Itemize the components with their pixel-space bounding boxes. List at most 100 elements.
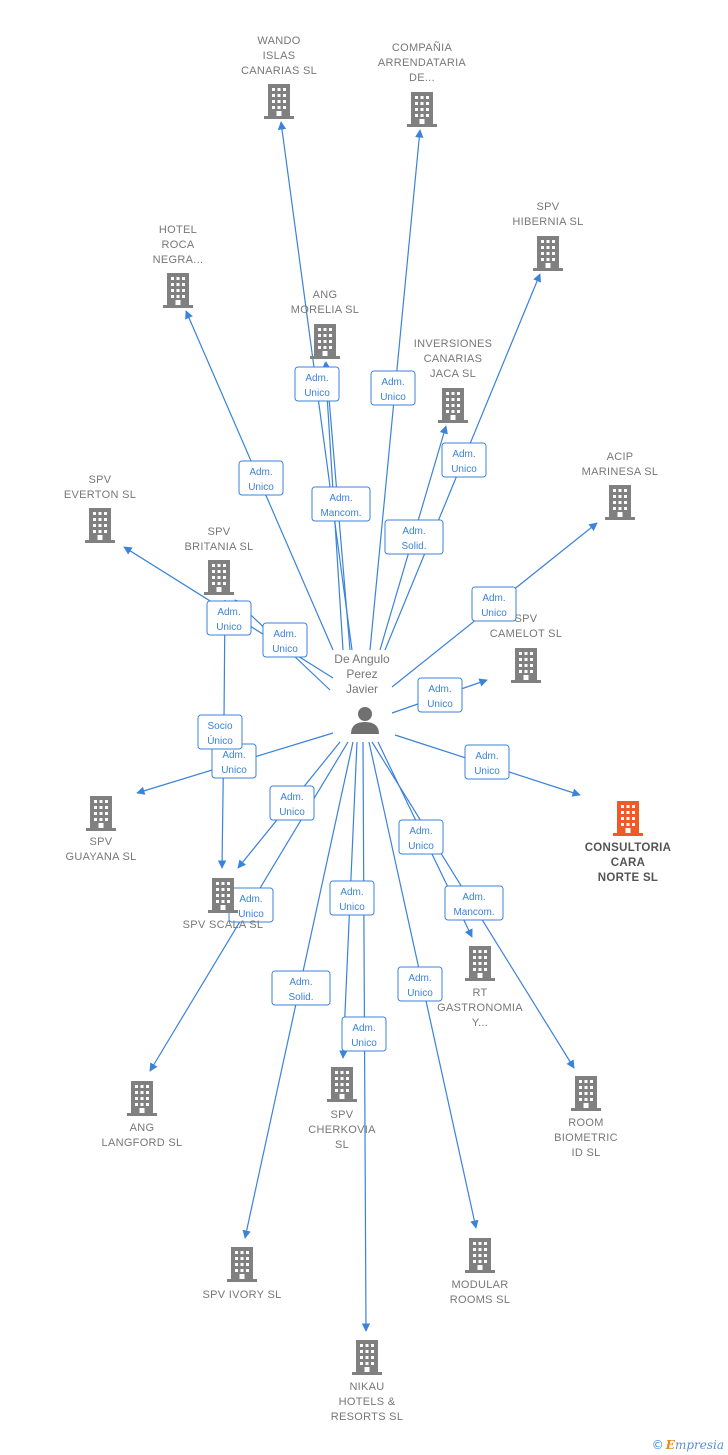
company-label: MORELIA SL xyxy=(291,304,359,316)
edge-label-text: Unico xyxy=(238,909,264,920)
edge-label-text: Unico xyxy=(279,807,305,818)
building-icon xyxy=(127,1081,157,1116)
edge-label-britania[interactable]: Adm.Unico xyxy=(262,622,308,658)
company-label: ARRENDATARIA xyxy=(378,57,467,69)
edge-label-langford[interactable]: Adm. Unico xyxy=(228,887,274,923)
edge-label-text: Adm. xyxy=(305,373,328,384)
edge-label-everton[interactable]: Adm.Unico xyxy=(206,600,252,636)
edge-label-guayana[interactable]: Adm.Unico xyxy=(211,743,257,779)
person-label: Perez xyxy=(346,667,377,681)
edge-label-hotelroca[interactable]: Adm.Unico xyxy=(238,460,284,496)
company-label: SPV SCALA SL xyxy=(183,919,264,931)
company-label: RT xyxy=(472,987,487,999)
company-label: ROOMS SL xyxy=(450,1294,510,1306)
company-label: MODULAR xyxy=(451,1279,508,1291)
edge-label-text: Adm. xyxy=(239,894,262,905)
company-label: JACA SL xyxy=(430,368,476,380)
edge-label-cherkovia[interactable]: Adm.Unico xyxy=(329,880,375,916)
edge-label-text: Unico xyxy=(216,622,242,633)
edge-label-text: Único xyxy=(207,734,233,747)
company-node-compania[interactable]: COMPAÑIAARRENDATARIADE... xyxy=(378,41,467,127)
edge-label-text: Adm. xyxy=(482,593,505,604)
building-icon xyxy=(605,485,635,520)
edge-label-nikau[interactable]: Adm.Unico xyxy=(341,1016,387,1052)
company-label: CHERKOVIA xyxy=(308,1124,376,1136)
edge-label-text: Adm. xyxy=(329,493,352,504)
building-icon xyxy=(533,236,563,271)
company-label: DE... xyxy=(409,72,435,84)
company-label: WANDO xyxy=(257,35,300,47)
edge-label-text: Adm. xyxy=(352,1023,375,1034)
edge-label-text: Unico xyxy=(272,644,298,655)
company-label: SPV xyxy=(537,201,560,213)
edge-label-ivory[interactable]: Adm.Solid. xyxy=(271,970,331,1006)
company-node-hotelroca[interactable]: HOTELROCANEGRA... xyxy=(153,224,204,308)
edge-label-hibernia[interactable]: Adm.Unico xyxy=(441,442,487,478)
company-label: SPV xyxy=(90,836,113,848)
edge-label-jaca[interactable]: Adm.Solid. xyxy=(384,519,444,555)
edge-label-text: Solid. xyxy=(288,992,313,1003)
company-node-guayana[interactable]: SPV GUAYANA SL xyxy=(65,796,136,863)
edge-label-text: Mancom. xyxy=(453,907,494,918)
company-label: NORTE SL xyxy=(598,872,659,884)
company-node-britania[interactable]: SPV BRITANIA SL xyxy=(184,526,253,595)
edge-label-scala[interactable]: Adm.Unico xyxy=(269,785,315,821)
company-node-rt[interactable]: RTGASTRONOMIAY... xyxy=(437,946,523,1029)
edge-label-marinesa[interactable]: Adm. Unico xyxy=(471,586,517,622)
building-icon xyxy=(85,508,115,543)
brand-name: mpresia xyxy=(674,1438,724,1452)
edge-label-text: Unico xyxy=(248,482,274,493)
edge-label-text: Adm. xyxy=(340,887,363,898)
edge-label-text: Unico xyxy=(304,388,330,399)
company-node-ivory[interactable]: SPV IVORY SL xyxy=(202,1247,281,1301)
edge-label-rt[interactable]: Adm.Unico xyxy=(398,819,444,855)
edge-label-text: Adm. xyxy=(408,973,431,984)
edge-label-text: Socio xyxy=(207,721,232,732)
edge-label-morelia[interactable]: Adm.Mancom. xyxy=(311,486,371,522)
company-node-scala[interactable]: SPV SCALA SL xyxy=(183,878,264,931)
building-icon xyxy=(310,324,340,359)
company-label: NEGRA... xyxy=(153,254,204,266)
company-label: EVERTON SL xyxy=(64,489,136,501)
building-icon xyxy=(86,796,116,831)
company-label: CANARIAS SL xyxy=(241,65,317,77)
edge-label-modular[interactable]: Adm.Unico xyxy=(397,966,443,1002)
company-node-modular[interactable]: MODULAR ROOMS SL xyxy=(450,1238,510,1306)
company-label: SPV xyxy=(89,474,112,486)
edge-label-room[interactable]: Adm.Mancom. xyxy=(444,885,504,921)
company-label: BIOMETRIC xyxy=(554,1132,618,1144)
company-label: HOTELS & xyxy=(339,1396,396,1408)
company-label: SPV IVORY SL xyxy=(202,1289,281,1301)
edge-label-consultoria[interactable]: Adm.Unico xyxy=(464,744,510,780)
edge-label-wando[interactable]: Adm. Unico xyxy=(294,366,340,402)
edge-label-text: Adm. xyxy=(452,449,475,460)
company-label: LANGFORD SL xyxy=(102,1137,183,1149)
company-label: GUAYANA SL xyxy=(65,851,136,863)
edge-label-text: Adm. xyxy=(475,751,498,762)
company-label: SPV xyxy=(208,526,231,538)
company-label: ROCA xyxy=(162,239,195,251)
edge-label-text: Unico xyxy=(380,392,406,403)
company-label: CAMELOT SL xyxy=(490,628,563,640)
edge-label-text: Unico xyxy=(408,841,434,852)
edge-label-text: Solid. xyxy=(401,541,426,552)
edge-label-compania[interactable]: Adm.Unico xyxy=(370,370,416,406)
company-label: BRITANIA SL xyxy=(184,541,253,553)
edge-label-camelot[interactable]: Adm.Unico xyxy=(417,677,463,713)
company-node-everton[interactable]: SPV EVERTON SL xyxy=(64,474,136,543)
edge-label-text: Unico xyxy=(481,608,507,619)
